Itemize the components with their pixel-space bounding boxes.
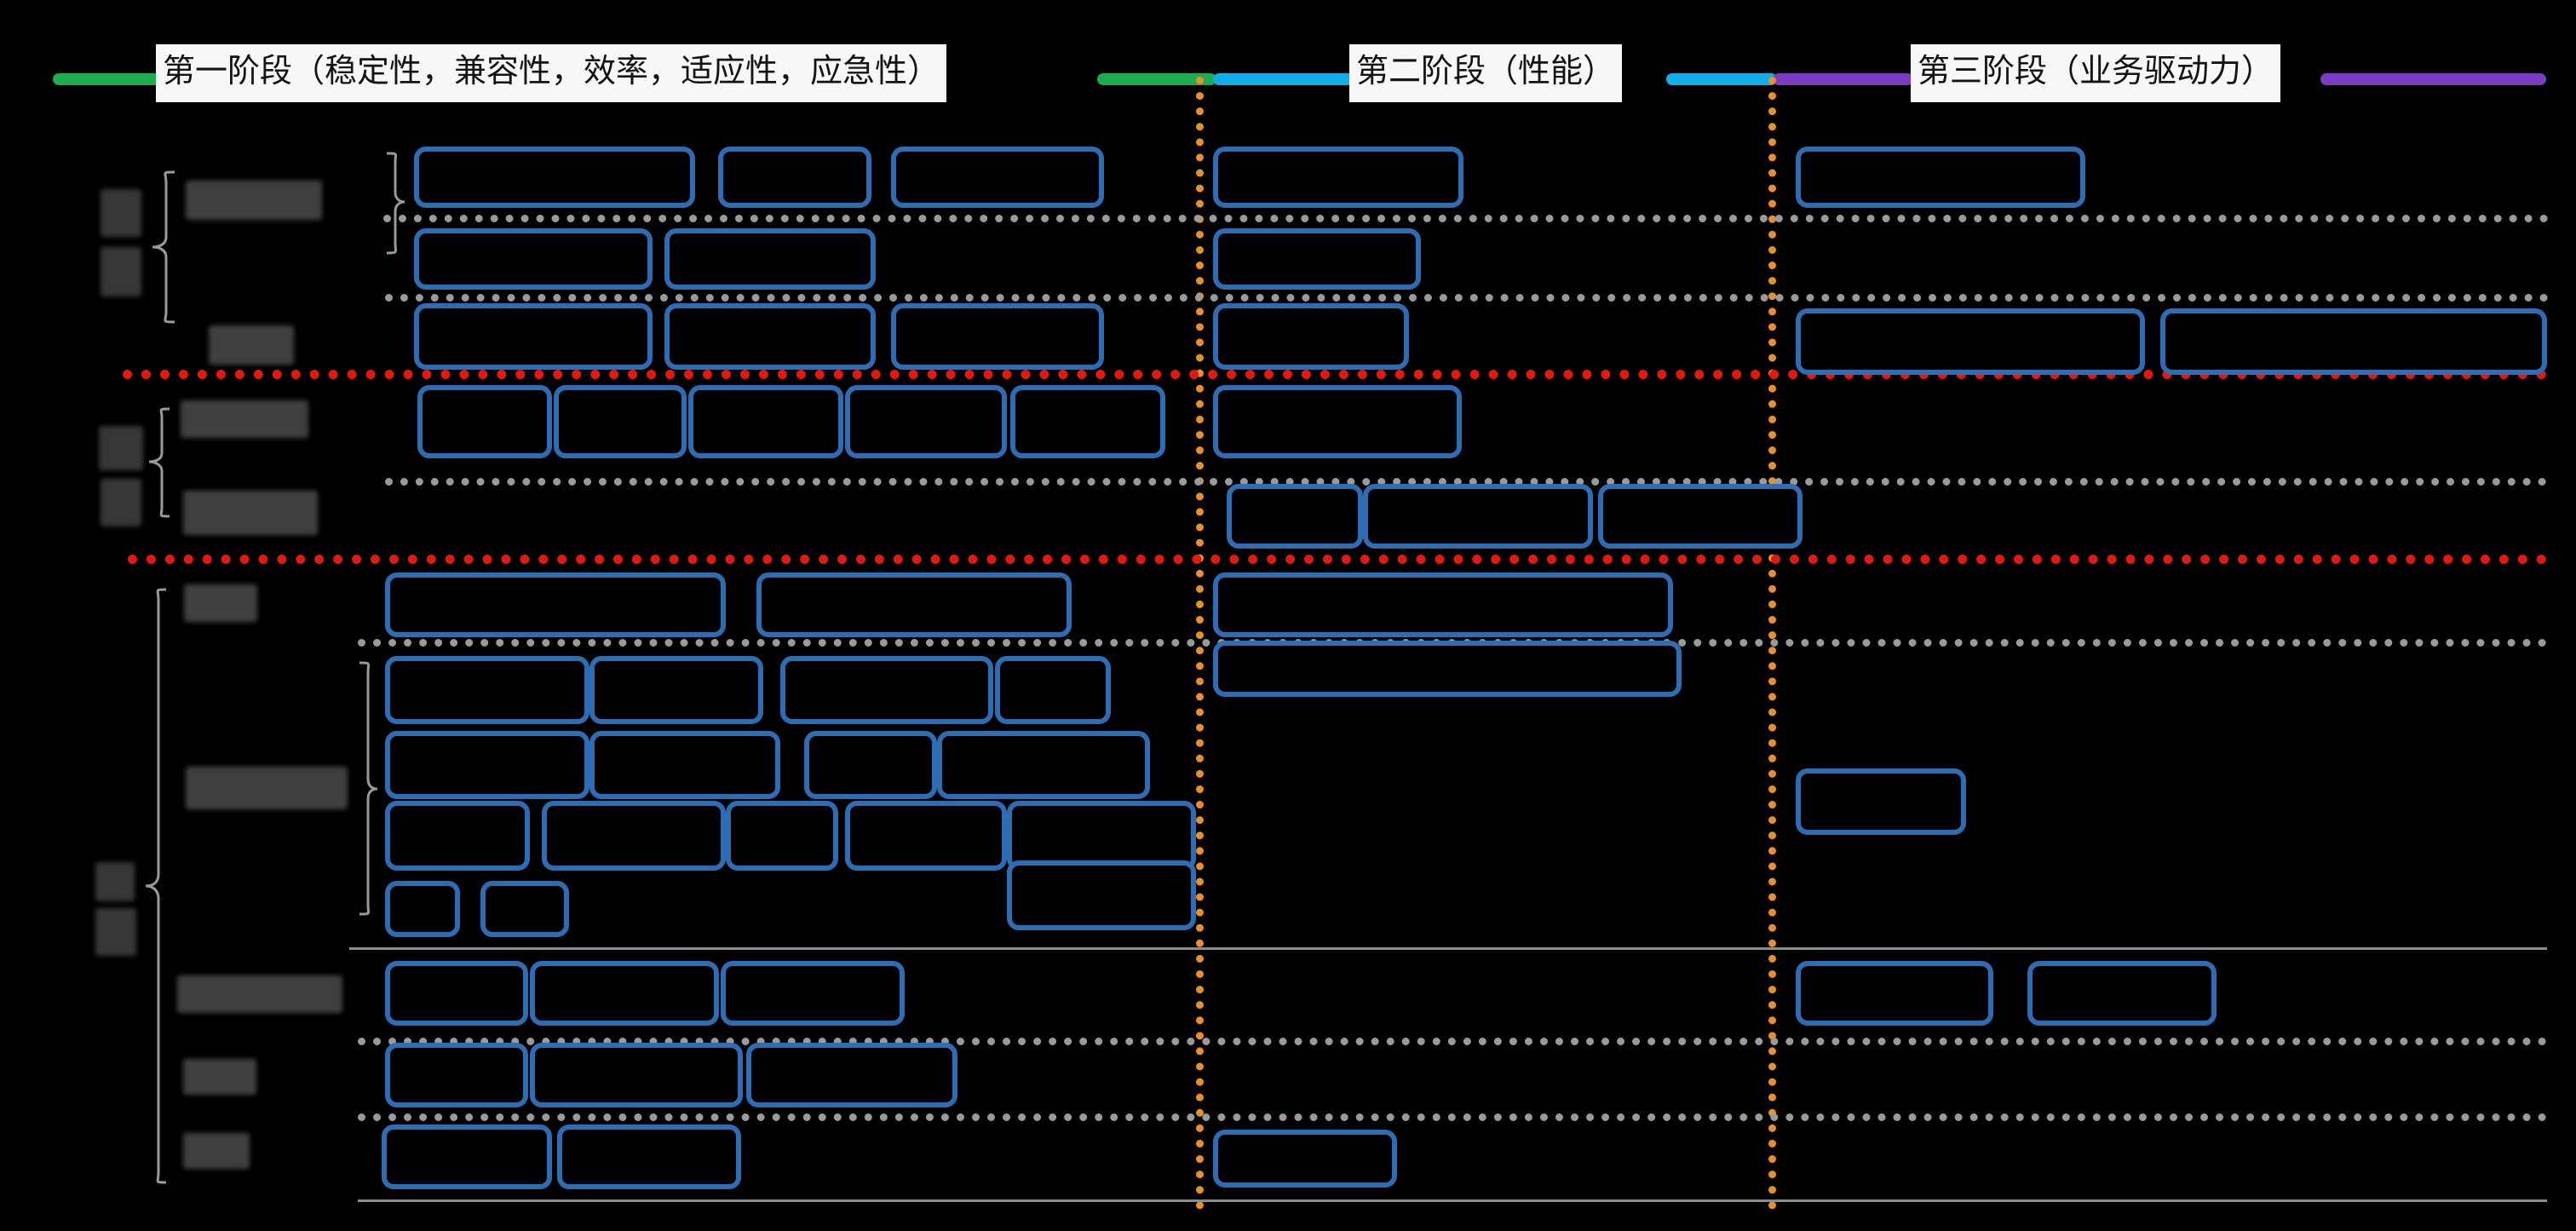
sub-label-a1 [186, 181, 322, 220]
phase-1-label: 第一阶段（稳定性，兼容性，效率，适应性，应急性） [156, 44, 947, 102]
node-box[interactable] [1363, 484, 1593, 549]
node-box[interactable] [721, 961, 905, 1026]
node-box[interactable] [385, 801, 530, 871]
node-box[interactable] [845, 385, 1007, 458]
phase-3-label: 第三阶段（业务驱动力） [1911, 44, 2281, 102]
bottom-rule [358, 1199, 2547, 1202]
sub-label-c5 [183, 1133, 250, 1169]
phase-2-bar-left [1213, 73, 1354, 85]
group-label-b [99, 426, 143, 470]
node-box[interactable] [891, 303, 1104, 370]
phase-3-bar-right [2320, 73, 2546, 85]
node-box[interactable] [414, 303, 653, 370]
sub-label-b1 [181, 400, 308, 438]
minor-divider-3 [385, 478, 2547, 486]
brace-row-c [358, 661, 380, 917]
node-box[interactable] [664, 228, 876, 290]
node-box[interactable] [1796, 768, 1966, 835]
node-box[interactable] [589, 656, 763, 724]
minor-divider-1 [383, 215, 2549, 222]
node-box[interactable] [1796, 308, 2145, 375]
group-label-a [101, 189, 141, 237]
node-box[interactable] [385, 572, 726, 637]
node-box[interactable] [385, 656, 589, 724]
node-box[interactable] [1213, 385, 1462, 458]
node-box[interactable] [530, 1043, 743, 1107]
node-box[interactable] [1796, 147, 2085, 208]
sub-label-c2 [186, 767, 348, 809]
node-box[interactable] [804, 731, 937, 799]
node-box[interactable] [891, 147, 1104, 208]
node-box[interactable] [2027, 961, 2217, 1026]
major-divider-2 [128, 555, 2547, 564]
node-box[interactable] [1213, 147, 1463, 208]
node-box[interactable] [937, 731, 1150, 799]
node-box[interactable] [589, 731, 780, 799]
minor-divider-5 [349, 947, 2547, 950]
node-box[interactable] [385, 961, 528, 1026]
minor-divider-6 [358, 1038, 2547, 1045]
node-box[interactable] [2160, 308, 2547, 375]
node-box[interactable] [1010, 385, 1165, 458]
group-label-b2 [101, 479, 141, 526]
node-box[interactable] [1213, 572, 1673, 637]
phase-3-bar-left [1773, 73, 1913, 85]
node-box[interactable] [995, 656, 1111, 724]
minor-divider-2 [385, 294, 2549, 302]
node-box[interactable] [385, 1043, 528, 1107]
node-box[interactable] [1598, 484, 1803, 549]
node-box[interactable] [688, 385, 843, 458]
phase-2-bar-right [1666, 73, 1777, 85]
node-box[interactable] [385, 731, 589, 799]
sub-label-c4 [183, 1059, 256, 1095]
node-box[interactable] [414, 147, 695, 208]
sub-label-c1 [184, 584, 257, 622]
node-box[interactable] [1227, 484, 1363, 549]
node-box[interactable] [756, 572, 1072, 637]
group-label-a2 [101, 247, 141, 296]
brace-group-a [149, 170, 178, 324]
node-box[interactable] [530, 961, 719, 1026]
node-box[interactable] [664, 303, 876, 370]
node-box[interactable] [1796, 961, 1993, 1026]
node-box[interactable] [417, 385, 552, 458]
group-label-c2 [95, 908, 136, 956]
node-box[interactable] [726, 801, 838, 871]
phase-2-label: 第二阶段（性能） [1349, 44, 1623, 102]
node-box[interactable] [1213, 641, 1682, 697]
node-box[interactable] [1213, 303, 1409, 370]
node-box[interactable] [1213, 228, 1421, 290]
node-box[interactable] [557, 1125, 741, 1189]
brace-group-c [143, 588, 169, 1184]
brace-group-b [147, 407, 172, 518]
node-box[interactable] [385, 881, 460, 937]
node-box[interactable] [414, 228, 653, 290]
node-box[interactable] [382, 1125, 552, 1189]
sub-label-c3 [177, 975, 342, 1013]
sub-label-a2 [209, 325, 294, 365]
node-box[interactable] [480, 881, 569, 937]
node-box[interactable] [1213, 1130, 1397, 1188]
major-divider-1 [123, 370, 2547, 379]
minor-divider-7 [358, 1113, 2547, 1121]
node-box[interactable] [1007, 860, 1196, 930]
node-box[interactable] [746, 1043, 957, 1107]
group-label-c [95, 862, 135, 901]
sub-label-b2 [183, 491, 318, 535]
brace-row-a [385, 152, 407, 256]
node-box[interactable] [780, 656, 993, 724]
node-box[interactable] [718, 147, 871, 208]
node-box[interactable] [542, 801, 726, 871]
node-box[interactable] [845, 801, 1007, 871]
node-box[interactable] [554, 385, 687, 458]
phase-1-bar-right [1097, 73, 1216, 85]
